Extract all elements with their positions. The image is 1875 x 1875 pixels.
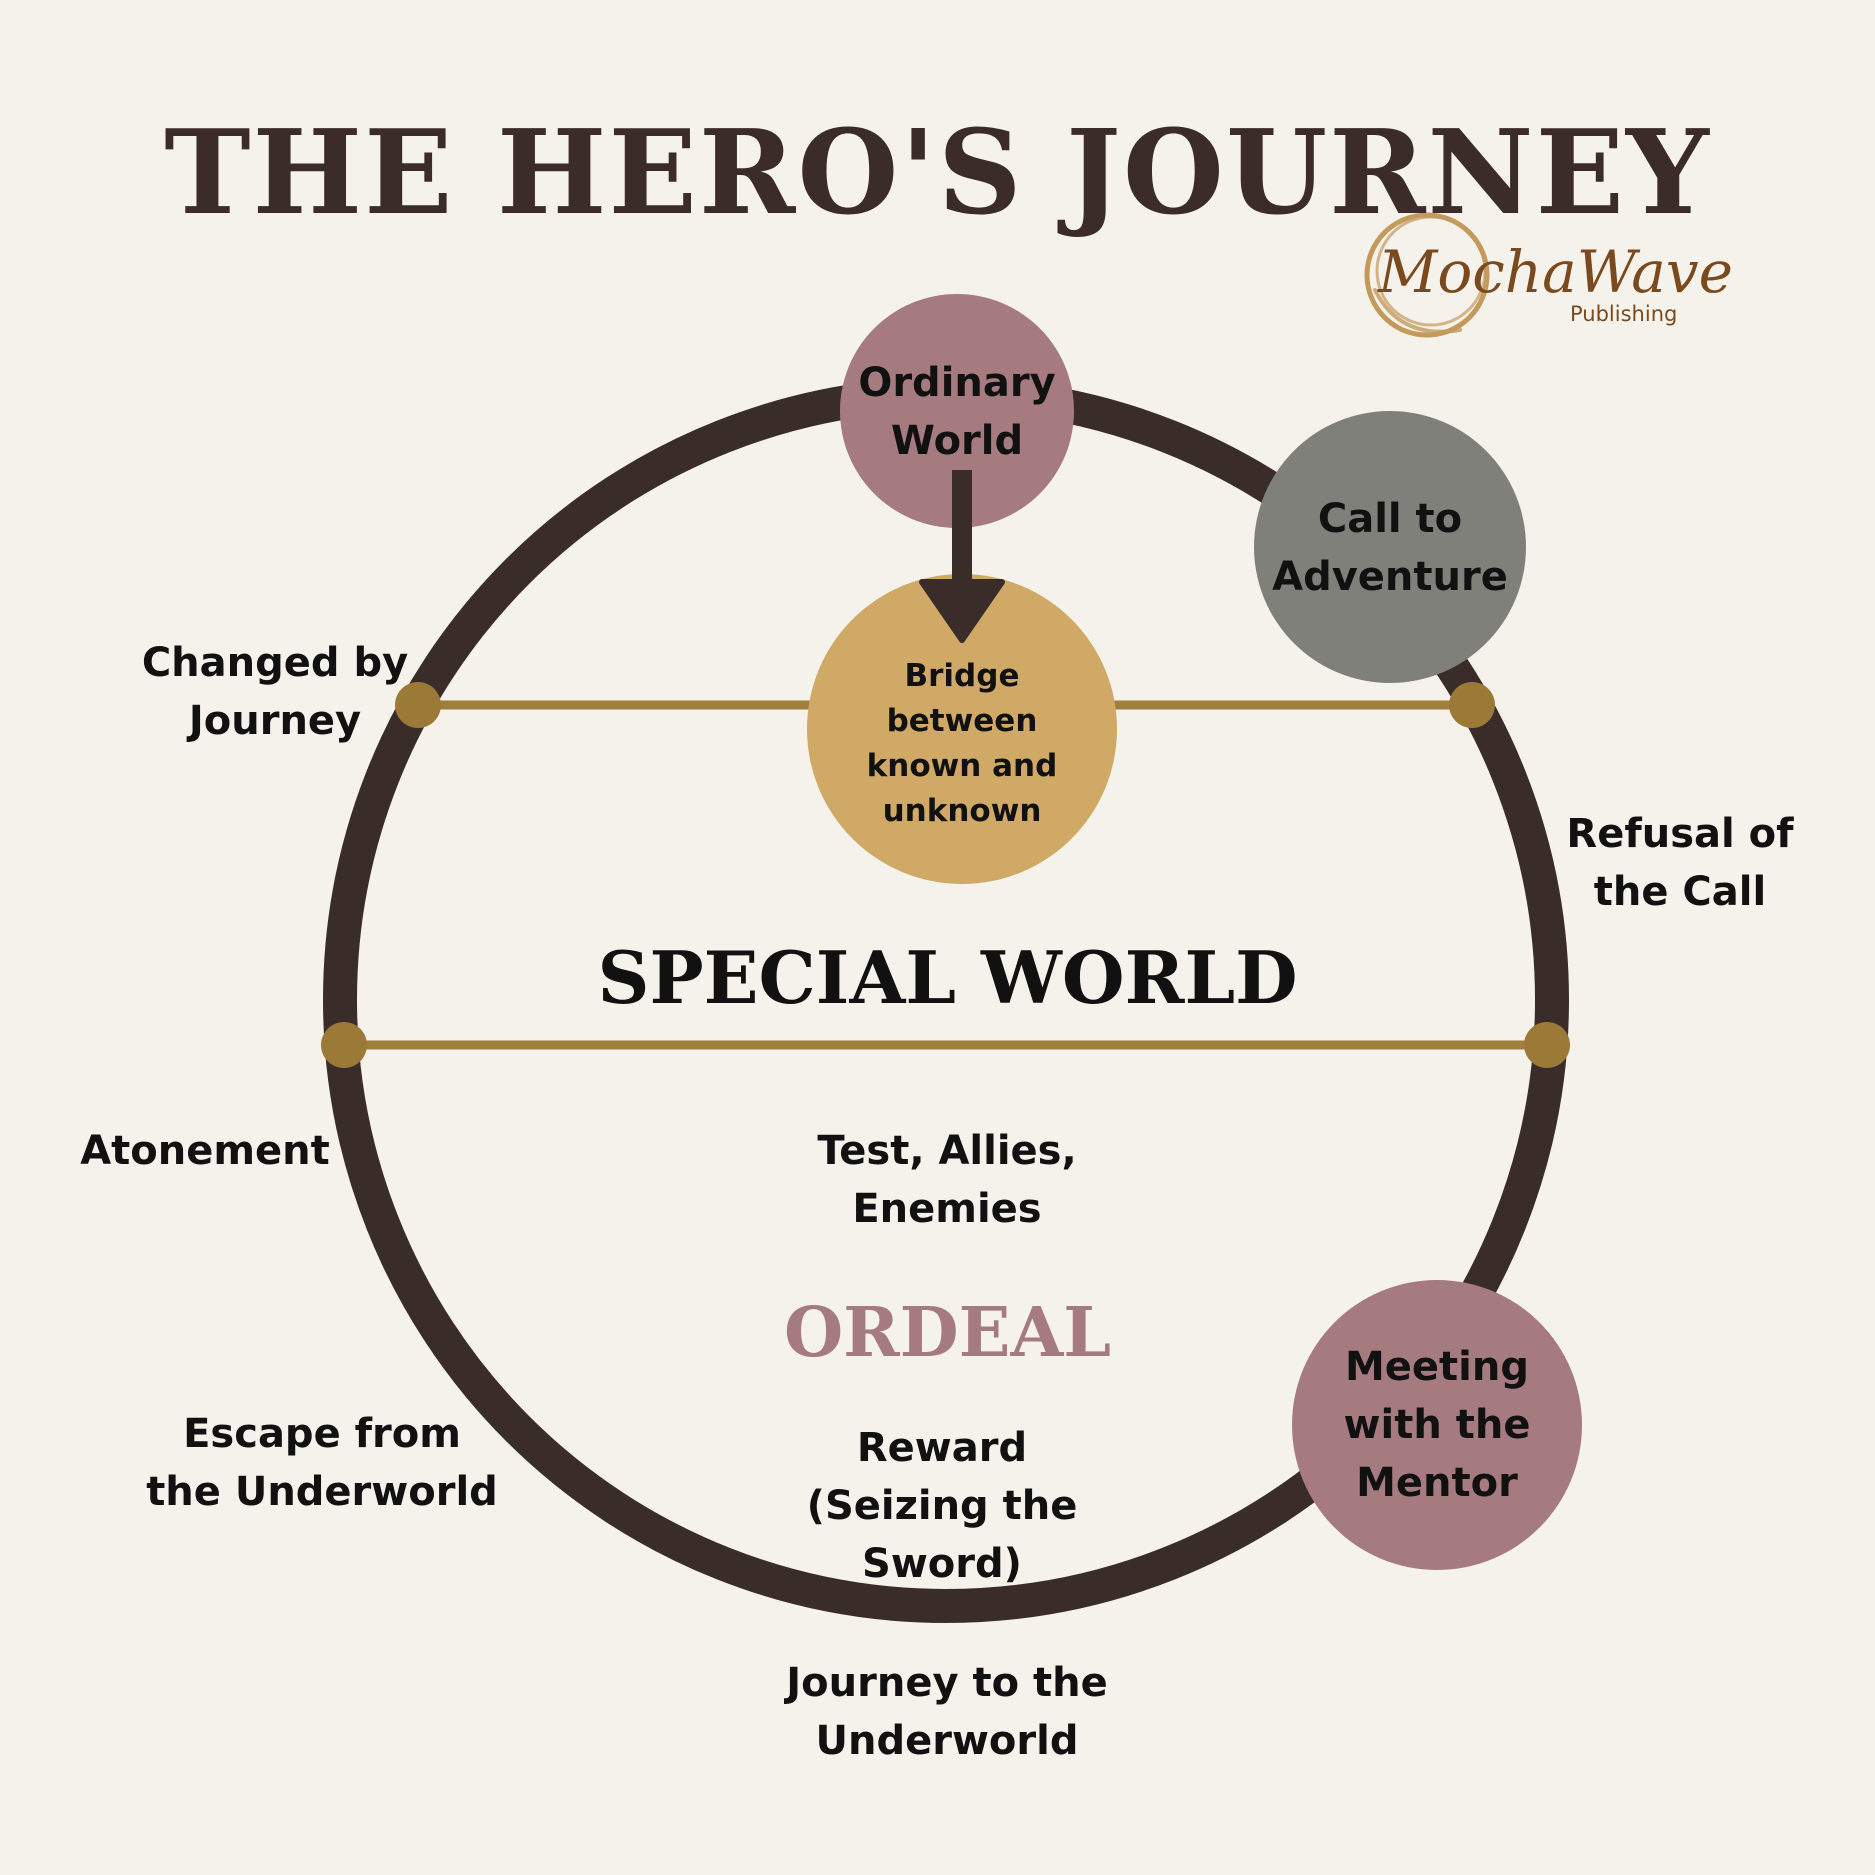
ordinary-world-node <box>840 294 1074 528</box>
reward-line: Reward <box>856 1425 1028 1471</box>
special-world-label: SPECIAL WORLD <box>597 935 1298 1020</box>
page-title: THE HERO'S JOURNEY <box>164 105 1711 241</box>
changed-by-journey-label: Changed by Journey <box>130 634 420 750</box>
escape-underworld-label: Escape from the Underworld <box>142 1405 502 1521</box>
refusal-of-call-label: Refusal of the Call <box>1550 805 1810 921</box>
logo-sub: Publishing <box>1570 302 1678 326</box>
escape-underworld-line: Escape from <box>183 1411 461 1457</box>
ordinary-world-line: Ordinary <box>858 360 1056 406</box>
meeting-mentor-node <box>1292 1280 1582 1570</box>
logo-name: MochaWave <box>1378 238 1733 306</box>
bridge-line: unknown <box>882 793 1042 829</box>
threshold-dot <box>395 682 441 728</box>
threshold-dot <box>1524 1022 1570 1068</box>
ordeal-label: ORDEAL <box>783 1293 1112 1373</box>
refusal-of-call-line: the Call <box>1593 869 1767 915</box>
call-to-adventure-line: Adventure <box>1272 554 1508 600</box>
meeting-mentor-line: Meeting <box>1344 1344 1529 1390</box>
atonement-label: Atonement <box>65 1122 345 1180</box>
threshold-dot <box>1449 682 1495 728</box>
atonement-line: Atonement <box>80 1128 330 1174</box>
test-allies-enemies-line: Test, Allies, <box>817 1128 1077 1174</box>
reward-line: (Seizing the Sword) <box>806 1483 1078 1587</box>
changed-by-journey-line: Changed by <box>141 640 409 686</box>
refusal-of-call-line: Refusal of <box>1566 811 1794 857</box>
mochawave-logo-icon <box>1364 212 1490 338</box>
meeting-mentor-label: Meeting with the Mentor <box>1312 1338 1562 1512</box>
journey-underworld-label: Journey to the Underworld <box>772 1654 1122 1770</box>
call-to-adventure-node <box>1254 411 1526 683</box>
test-allies-enemies-line: Enemies <box>852 1186 1042 1232</box>
changed-by-journey-line: Journey <box>188 698 362 744</box>
bridge-label: Bridge between known and unknown <box>842 654 1082 834</box>
journey-underworld-line: Journey to the <box>786 1660 1108 1706</box>
bridge-line: between <box>886 703 1038 739</box>
arrow-head <box>919 579 1005 643</box>
call-to-adventure-label: Call to Adventure <box>1260 490 1520 606</box>
test-allies-enemies-label: Test, Allies, Enemies <box>797 1122 1097 1238</box>
bridge-node <box>807 574 1117 884</box>
meeting-mentor-line: Mentor <box>1356 1460 1518 1506</box>
threshold-dot <box>321 1022 367 1068</box>
call-to-adventure-line: Call to <box>1317 496 1463 542</box>
escape-underworld-line: the Underworld <box>146 1469 498 1515</box>
journey-underworld-line: Underworld <box>815 1718 1079 1764</box>
ordinary-world-line: World <box>890 418 1024 464</box>
ordinary-world-label: Ordinary World <box>837 354 1077 470</box>
bridge-line: Bridge <box>904 658 1020 694</box>
bridge-line: known and <box>866 748 1058 784</box>
meeting-mentor-line: with the <box>1343 1402 1531 1448</box>
reward-label: Reward (Seizing the Sword) <box>732 1419 1152 1593</box>
